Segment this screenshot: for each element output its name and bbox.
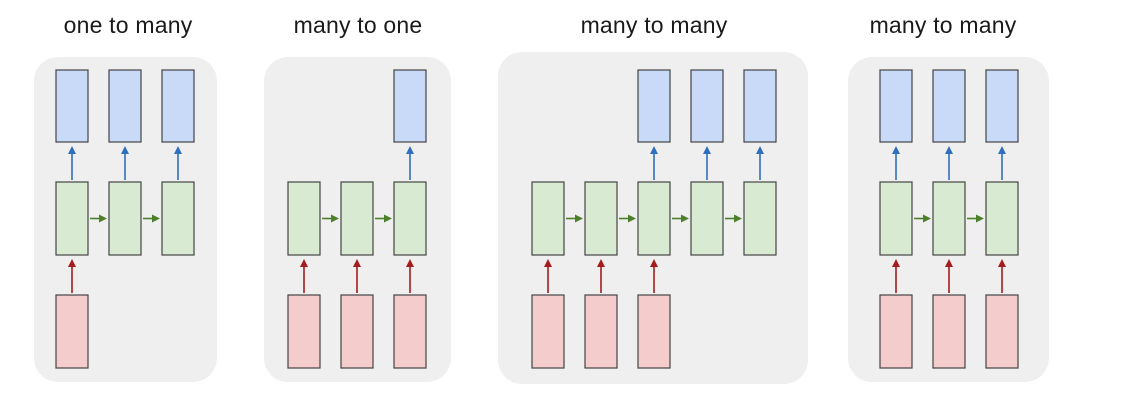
input-box	[55, 294, 89, 369]
hidden-state-box	[340, 181, 374, 256]
input-box	[637, 294, 671, 369]
input-box	[393, 294, 427, 369]
rnn-panel-2	[264, 57, 451, 382]
hidden-state-box	[161, 181, 195, 256]
output-box	[161, 69, 195, 143]
hidden-state-box	[55, 181, 89, 256]
output-box	[743, 69, 777, 143]
input-box	[531, 294, 565, 369]
panel-title-many-to-many-synced: many to many	[869, 12, 1017, 38]
input-box	[932, 294, 966, 369]
hidden-state-box	[985, 181, 1019, 256]
rnn-panel-1	[34, 57, 217, 382]
hidden-state-box	[393, 181, 427, 256]
input-box	[584, 294, 618, 369]
hidden-state-box	[584, 181, 618, 256]
input-box	[287, 294, 321, 369]
output-box	[932, 69, 966, 143]
hidden-state-box	[879, 181, 913, 256]
hidden-state-box	[287, 181, 321, 256]
panel-title-many-to-one: many to one	[293, 12, 423, 38]
hidden-state-box	[932, 181, 966, 256]
rnn-panel-3	[498, 52, 808, 384]
panel-title-one-to-many: one to many	[63, 12, 193, 38]
output-box	[690, 69, 724, 143]
output-box	[108, 69, 142, 143]
panel-title-many-to-many-delayed: many to many	[580, 12, 728, 38]
hidden-state-box	[637, 181, 671, 256]
hidden-state-box	[743, 181, 777, 256]
input-box	[985, 294, 1019, 369]
output-box	[637, 69, 671, 143]
output-box	[985, 69, 1019, 143]
output-box	[393, 69, 427, 143]
hidden-state-box	[690, 181, 724, 256]
input-box	[879, 294, 913, 369]
hidden-state-box	[531, 181, 565, 256]
output-box	[55, 69, 89, 143]
hidden-state-box	[108, 181, 142, 256]
rnn-panel-4	[848, 57, 1049, 382]
input-box	[340, 294, 374, 369]
output-box	[879, 69, 913, 143]
